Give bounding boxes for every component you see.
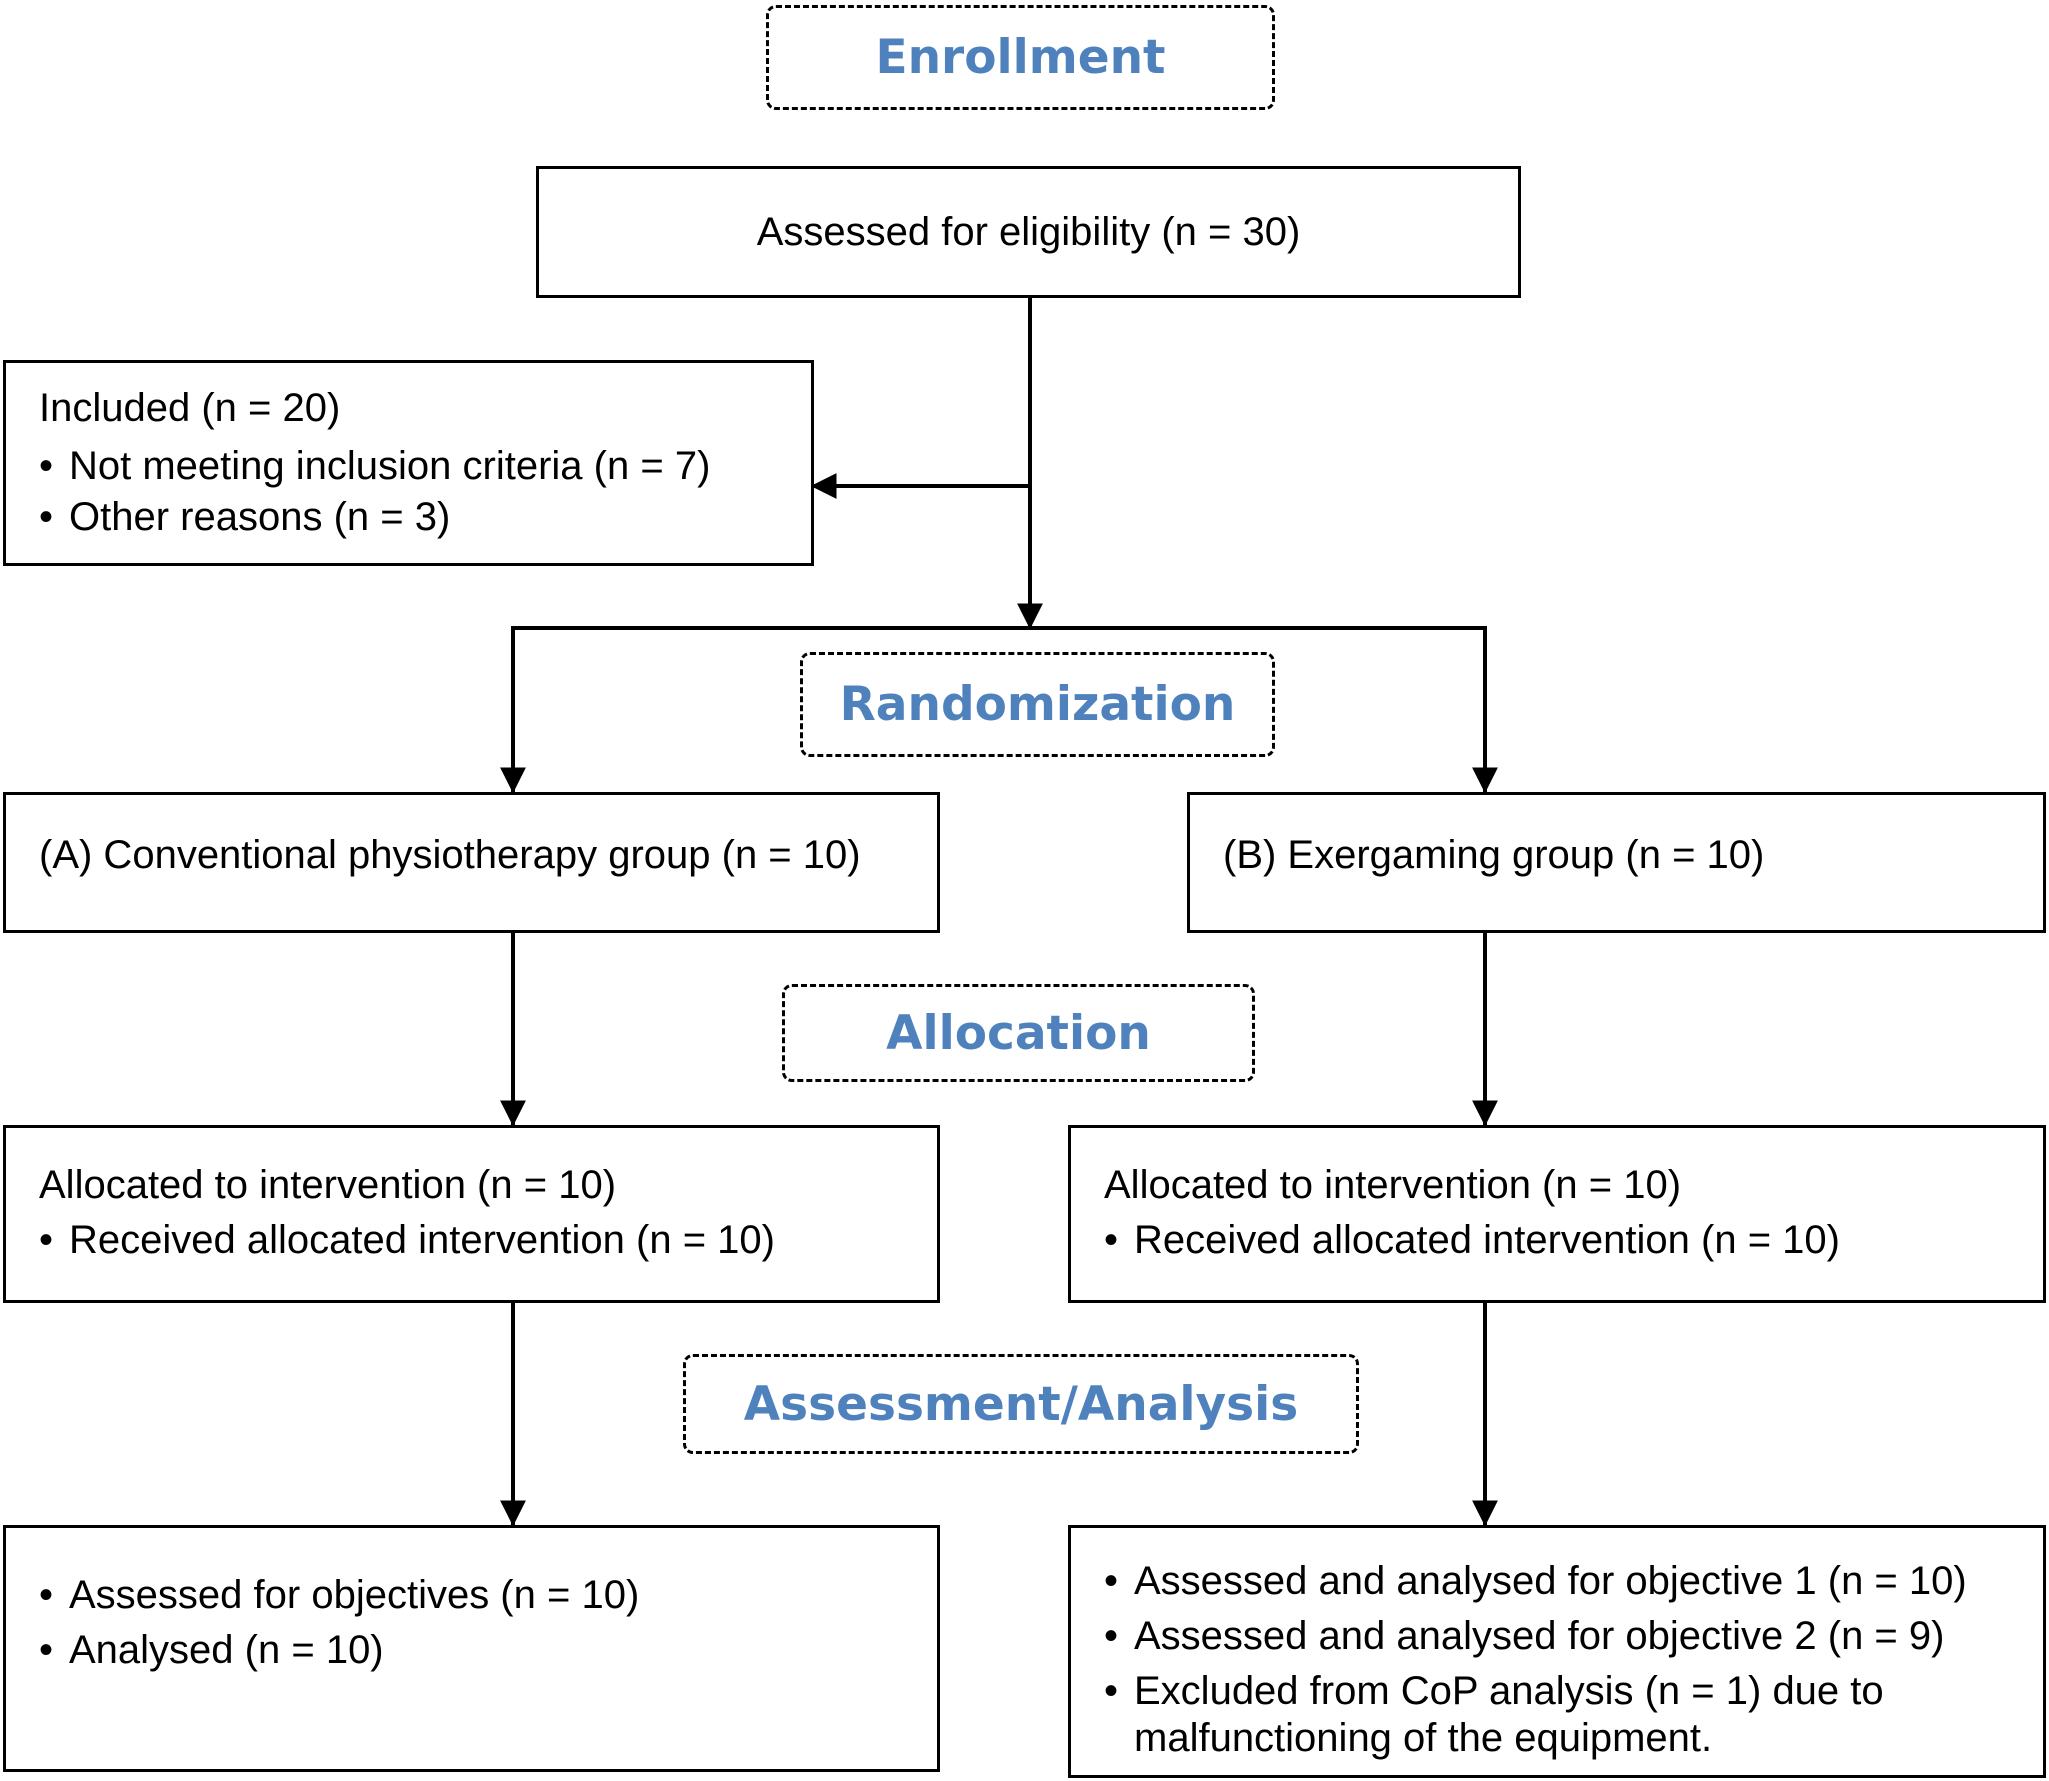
phase-assessment: Assessment/Analysis — [683, 1354, 1359, 1454]
group-a-box: (A) Conventional physiotherapy group (n … — [3, 792, 940, 933]
included-item: Other reasons (n = 3) — [39, 490, 811, 545]
analysis-a-item: Assessed for objectives (n = 10) — [39, 1568, 937, 1623]
allocation-b-box: Allocated to intervention (n = 10) Recei… — [1068, 1125, 2046, 1303]
allocation-a-box: Allocated to intervention (n = 10) Recei… — [3, 1125, 940, 1303]
allocation-a-title: Allocated to intervention (n = 10) — [39, 1163, 617, 1207]
allocation-b-item: Received allocated intervention (n = 10) — [1104, 1213, 2043, 1268]
group-a-label: (A) Conventional physiotherapy group (n … — [39, 833, 861, 877]
phase-enrollment-label: Enrollment — [875, 30, 1166, 85]
group-b-label: (B) Exergaming group (n = 10) — [1223, 833, 1765, 877]
analysis-a-item: Analysed (n = 10) — [39, 1623, 937, 1678]
allocation-a-item: Received allocated intervention (n = 10) — [39, 1213, 937, 1268]
included-box: Included (n = 20) Not meeting inclusion … — [3, 360, 814, 566]
phase-randomization-label: Randomization — [839, 677, 1236, 732]
analysis-b-box: Assessed and analysed for objective 1 (n… — [1068, 1525, 2046, 1778]
eligibility-box: Assessed for eligibility (n = 30) — [536, 166, 1521, 298]
phase-randomization: Randomization — [800, 652, 1275, 757]
analysis-b-item: Assessed and analysed for objective 1 (n… — [1104, 1554, 2043, 1609]
analysis-a-box: Assessed for objectives (n = 10) Analyse… — [3, 1525, 940, 1772]
analysis-b-continuation: malfunctioning of the equipment. — [1134, 1716, 1713, 1760]
eligibility-text: Assessed for eligibility (n = 30) — [756, 209, 1301, 254]
phase-allocation: Allocation — [782, 984, 1255, 1082]
analysis-b-item: Excluded from CoP analysis (n = 1) due t… — [1104, 1664, 2043, 1719]
phase-allocation-label: Allocation — [886, 1005, 1151, 1061]
phase-assessment-label: Assessment/Analysis — [743, 1376, 1299, 1432]
phase-enrollment: Enrollment — [766, 5, 1275, 110]
split-line-a — [500, 626, 1030, 794]
included-item: Not meeting inclusion criteria (n = 7) — [39, 439, 811, 494]
included-title: Included (n = 20) — [39, 386, 341, 430]
split-line-b — [1030, 626, 1498, 794]
analysis-b-item: Assessed and analysed for objective 2 (n… — [1104, 1609, 2043, 1664]
group-b-box: (B) Exergaming group (n = 10) — [1187, 792, 2046, 933]
allocation-b-title: Allocated to intervention (n = 10) — [1104, 1163, 1682, 1207]
